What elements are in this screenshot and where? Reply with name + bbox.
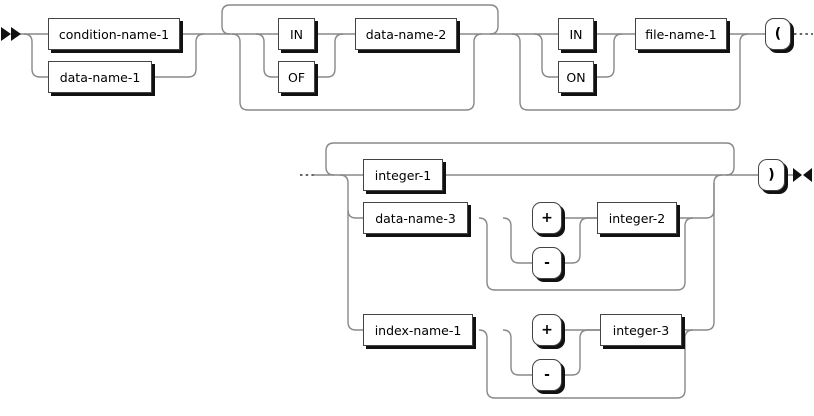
node-data-name-2: data-name-2 — [355, 18, 457, 50]
diagram-start-icon — [1, 27, 21, 41]
terminal-minus-1: - — [532, 247, 562, 279]
diagram-end-icon — [793, 168, 812, 182]
terminal-plus-2: + — [532, 314, 562, 346]
terminal-plus-1: + — [532, 202, 562, 234]
node-data-name-1: data-name-1 — [48, 61, 152, 93]
terminal-open-paren: ( — [765, 18, 791, 50]
terminal-minus-2: - — [532, 359, 562, 391]
keyword-of: OF — [278, 61, 315, 93]
node-integer-1: integer-1 — [363, 159, 443, 191]
keyword-on: ON — [558, 61, 594, 93]
node-file-name-1: file-name-1 — [635, 18, 727, 50]
keyword-in-2: IN — [558, 18, 594, 50]
node-index-name-1: index-name-1 — [363, 314, 473, 346]
terminal-close-paren: ) — [758, 159, 785, 191]
node-condition-name-1: condition-name-1 — [48, 18, 180, 50]
node-integer-3: integer-3 — [600, 314, 682, 346]
node-data-name-3: data-name-3 — [363, 202, 468, 234]
node-integer-2: integer-2 — [597, 202, 677, 234]
keyword-in-1: IN — [278, 18, 315, 50]
